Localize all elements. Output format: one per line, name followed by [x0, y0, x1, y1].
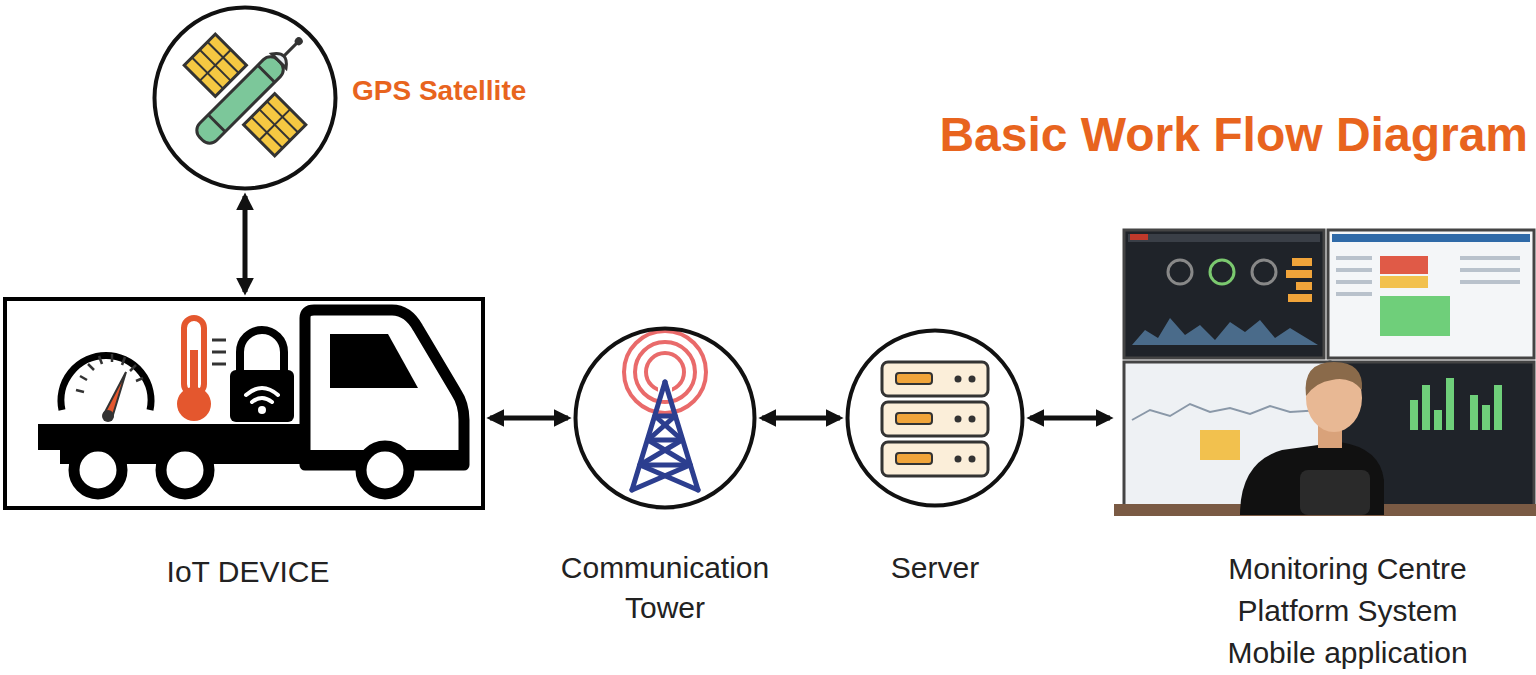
circle-outline — [152, 5, 338, 191]
circle-border — [576, 329, 755, 508]
label-text: Communication Tower — [545, 548, 785, 628]
circle-outline — [845, 328, 1025, 508]
satellite-icon — [156, 0, 347, 184]
label-text: Monitoring Centre — [1168, 548, 1528, 590]
satellite-circle: GPS Satellite — [152, 5, 338, 191]
tower-circle: Communication Tower — [573, 326, 757, 510]
monitoring-centre: Monitoring CentrePlatform SystemMobile a… — [1115, 228, 1536, 515]
node-label: GPS Satellite — [352, 73, 526, 109]
server-icon — [882, 362, 988, 476]
monitoring-illustration — [1114, 230, 1536, 516]
node-label: Server — [835, 548, 1035, 588]
label-text: GPS Satellite — [352, 73, 526, 109]
node-label: Monitoring CentrePlatform SystemMobile a… — [1168, 548, 1528, 674]
label-text: Server — [835, 548, 1035, 588]
double-arrow — [762, 416, 840, 421]
double-arrow — [243, 196, 248, 292]
circle-border — [848, 331, 1023, 506]
circle-border — [155, 8, 336, 189]
diagram-title: Basic Work Flow Diagram — [939, 106, 1528, 164]
double-arrow — [1030, 416, 1110, 421]
label-text: Platform System — [1168, 590, 1528, 632]
node-label: Communication Tower — [545, 548, 785, 628]
circle-outline — [573, 326, 757, 510]
double-arrow — [490, 416, 568, 421]
node-label: IoT DEVICE — [98, 552, 398, 592]
tower-icon — [624, 331, 706, 490]
iot-device-box: IoT DEVICE — [3, 297, 485, 510]
server-circle: Server — [845, 328, 1025, 508]
label-text: Mobile application — [1168, 632, 1528, 674]
label-text: IoT DEVICE — [98, 552, 398, 592]
truck-illustration — [38, 310, 464, 494]
